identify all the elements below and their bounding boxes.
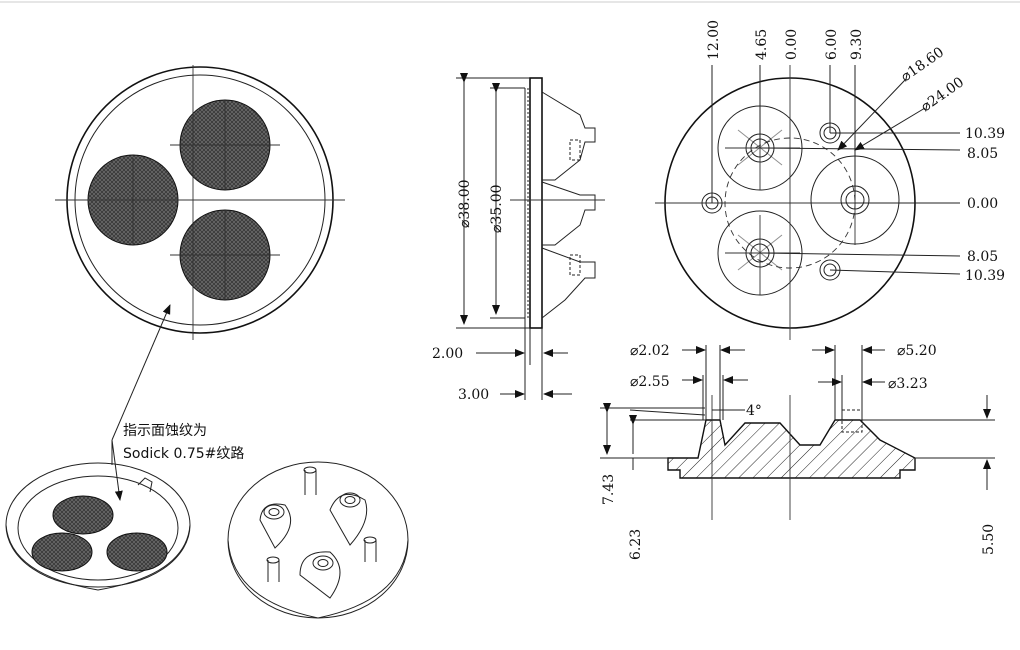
x-coord-12: 12.00 [706,20,722,60]
front-textured-view [55,65,345,340]
dia-5-20-label: ⌀5.20 [897,343,937,359]
height-7-43-label: 7.43 [601,474,617,505]
isometric-view-back [227,461,409,619]
side-dia-outer-label: ⌀38.00 [457,179,473,228]
height-6-23-label: 6.23 [628,529,644,560]
back-view: 12.00 4.65 0.00 6.00 9.30 10.39 8.05 0.0… [655,20,1005,340]
dia-2-02-label: ⌀2.02 [630,343,670,359]
side-thickness-3-label: 3.00 [458,387,489,403]
height-5-50-label: 5.50 [981,524,997,555]
dia-3-23-label: ⌀3.23 [888,376,928,392]
x-coord-0: 0.00 [784,29,800,60]
dia-2-55-label: ⌀2.55 [630,374,670,390]
texture-note-line1: 指示面蚀纹为 [123,423,207,439]
section-view: ⌀2.02 ⌀2.55 ⌀5.20 ⌀3.23 4° 7.43 6.23 5.5… [600,343,997,560]
dia-24-label: ⌀24.00 [918,74,967,115]
angle-4-label: 4° [746,403,762,419]
texture-note-line2: Sodick 0.75#纹路 [123,446,244,462]
side-thickness-2-label: 2.00 [432,346,463,362]
y-coord-8-05-top: 8.05 [967,146,998,162]
y-coord-10-39-top: 10.39 [965,126,1005,142]
x-coord-4-65: 4.65 [754,29,770,60]
note-leader-arrow [111,304,171,441]
x-coord-9-30: 9.30 [849,29,865,60]
y-coord-10-39-bottom: 10.39 [965,268,1005,284]
side-dia-inner-label: ⌀35.00 [489,184,505,233]
x-coord-6: 6.00 [824,29,840,60]
y-coord-0: 0.00 [967,196,998,212]
isometric-view-front [5,462,191,591]
dia-18-60-label: ⌀18.60 [898,44,947,85]
side-view: ⌀38.00 ⌀35.00 2.00 3.00 [432,73,605,403]
y-coord-8-05-bottom: 8.05 [967,249,998,265]
